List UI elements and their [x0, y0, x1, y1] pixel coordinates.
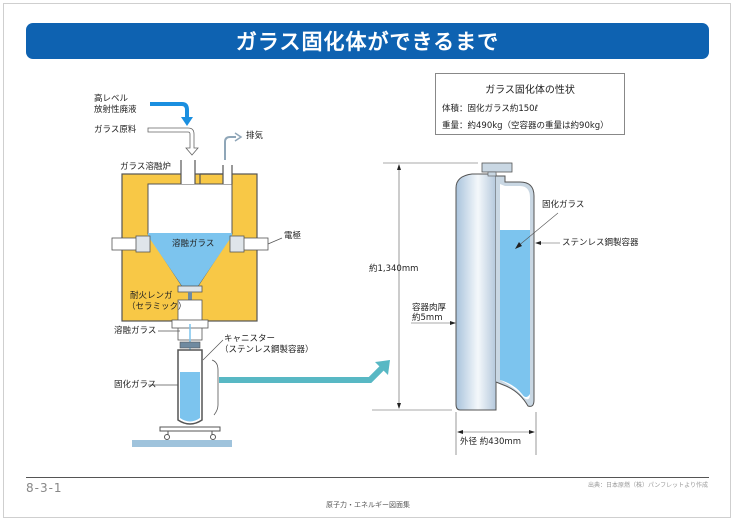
canister: [132, 341, 232, 447]
label-solidified-glass: 固化ガラス: [114, 380, 157, 390]
label-hlw-2: 放射性廃液: [94, 105, 137, 115]
properties-heading: ガラス固化体の性状: [485, 85, 575, 96]
melter: [111, 160, 269, 341]
label-exhaust: 排気: [246, 131, 264, 141]
label-vessel-height: 約1,340mm: [369, 264, 419, 274]
label-electrode: 電極: [284, 231, 302, 241]
page-title: ガラス固化体ができるまで: [235, 30, 500, 54]
label-refractory-2: （セラミック）: [127, 302, 187, 312]
label-molten-glass-pour: 溶融ガラス: [114, 326, 157, 336]
source-credit: 出典：日本原燃（株）パンフレットより作成: [587, 482, 708, 489]
label-vessel-glass: 固化ガラス: [542, 200, 585, 210]
glass-material-arrow: [147, 127, 199, 156]
label-vessel-container: ステンレス鋼製容器: [562, 238, 639, 248]
exhaust-arrow: [224, 132, 243, 165]
label-wall-2: 約5mm: [412, 313, 443, 323]
page-frame: [3, 3, 731, 518]
vessel-cross-section: [455, 162, 535, 411]
label-canister-2: （ステンレス鋼製容器）: [220, 345, 314, 355]
hlw-feed-arrow: [150, 102, 193, 126]
label-molten-glass-melter: 溶融ガラス: [172, 239, 215, 249]
footer-divider: [26, 477, 709, 478]
label-canister-1: キャニスター: [224, 334, 276, 344]
label-wall-1: 容器肉厚: [412, 303, 447, 313]
properties-box: ガラス固化体の性状 体積：固化ガラス約150ℓ 重量：約490kg（空容器の重量…: [435, 73, 625, 135]
title-bar: ガラス固化体ができるまで: [26, 23, 709, 59]
transfer-arrow: [219, 360, 390, 383]
label-melter: ガラス溶融炉: [120, 162, 171, 172]
label-diameter: 外径 約430mm: [460, 437, 521, 447]
properties-volume: 体積：固化ガラス約150ℓ: [442, 104, 539, 114]
label-refractory-1: 耐火レンガ: [130, 291, 173, 301]
dimension-lines: [372, 162, 560, 455]
label-hlw-1: 高レベル: [94, 94, 129, 104]
page-number: 8-3-1: [26, 481, 63, 495]
properties-weight: 重量：約490kg（空容器の重量は約90kg）: [442, 121, 609, 131]
book-title: 原子力・エネルギー図面集: [326, 501, 410, 509]
label-glass-material: ガラス原料: [94, 125, 137, 135]
